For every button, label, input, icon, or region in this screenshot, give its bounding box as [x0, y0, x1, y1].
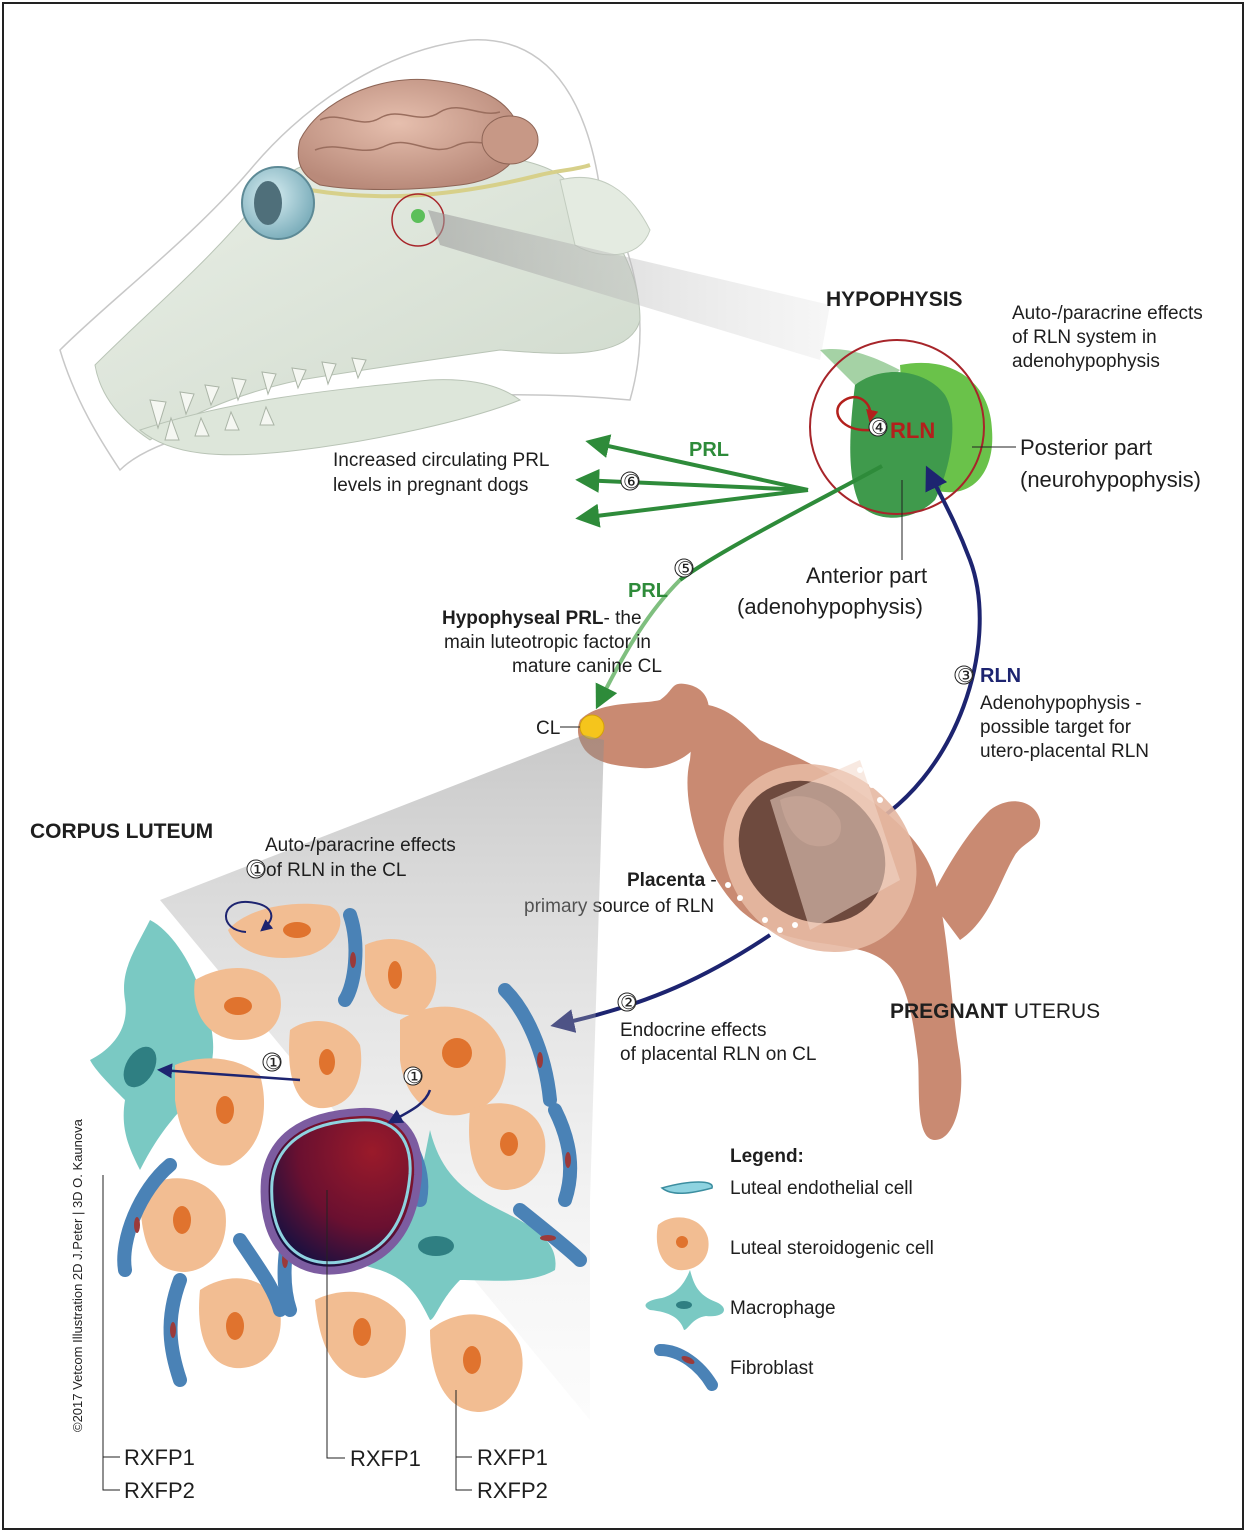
- endocrine-line1: Endocrine effects: [620, 1020, 766, 1041]
- cl-label: CL: [536, 718, 560, 739]
- prl-label-cl: PRL: [628, 580, 668, 602]
- legend-endothelial-icon: [662, 1182, 712, 1193]
- posterior-line2: (neurohypophysis): [1020, 467, 1201, 492]
- marker-6: ⑥: [623, 472, 640, 493]
- marker-5: ⑤: [677, 559, 694, 580]
- uterus-title: PREGNANT UTERUS: [890, 1000, 1100, 1023]
- rxfp1-right: RXFP1: [477, 1445, 548, 1470]
- adeno-target-line3: utero-placental RLN: [980, 741, 1149, 762]
- corpus-luteum-title: CORPUS LUTEUM: [30, 820, 213, 843]
- marker-2: ②: [620, 993, 637, 1014]
- anterior-line1: Anterior part: [806, 563, 927, 588]
- marker-3: ③: [957, 666, 974, 687]
- copyright-credit: ©2017 Vetcom Illustration 2D J.Peter | 3…: [70, 1118, 85, 1432]
- marker-1a: ①: [249, 860, 266, 881]
- hypo-prl-line2: main luteotropic factor in: [444, 632, 651, 653]
- rxfp2-left: RXFP2: [124, 1478, 195, 1503]
- hypo-prl-rest: - the: [604, 608, 642, 629]
- auto-adeno-line2: of RLN system in: [1012, 327, 1157, 348]
- legend-macrophage-nucleus: [676, 1301, 692, 1309]
- prl-label-top: PRL: [689, 439, 729, 461]
- rln-hypophysis-label: RLN: [890, 418, 935, 443]
- adeno-target-line2: possible target for: [980, 717, 1132, 738]
- auto-adeno-line1: Auto-/paracrine effects: [1012, 303, 1203, 324]
- legend-item-endothelial: Luteal endothelial cell: [730, 1178, 913, 1199]
- placenta-line1: Placenta -: [627, 870, 717, 891]
- hypo-prl-line1: Hypophyseal PRL- the: [442, 608, 642, 629]
- rln-to-hypophysis-arrow: [858, 470, 980, 832]
- legend-item-macrophage: Macrophage: [730, 1298, 836, 1319]
- rxfp1-left: RXFP1: [124, 1445, 195, 1470]
- hypophysis-title: HYPOPHYSIS: [826, 288, 963, 311]
- uterus-word: UTERUS: [1014, 1000, 1100, 1023]
- posterior-line1: Posterior part: [1020, 435, 1152, 460]
- marker-4: ④: [871, 418, 888, 439]
- endocrine-line2: of placental RLN on CL: [620, 1044, 816, 1065]
- legend-steroidogenic-nucleus: [676, 1236, 688, 1248]
- legend-macrophage-icon: [646, 1270, 724, 1330]
- prl-arrows: [580, 442, 882, 580]
- hypo-prl-line3: mature canine CL: [512, 656, 662, 677]
- auto-adeno-line3: adenohypophysis: [1012, 351, 1160, 372]
- auto-cl-line2: of RLN in the CL: [266, 860, 406, 881]
- placenta-bold: Placenta: [627, 870, 706, 891]
- rln-label-3: RLN: [980, 665, 1021, 687]
- rxfp1-middle: RXFP1: [350, 1446, 421, 1471]
- marker-1c: ①: [406, 1067, 423, 1088]
- legend-title: Legend:: [730, 1146, 804, 1167]
- prl-levels-line2: levels in pregnant dogs: [333, 475, 528, 496]
- pregnant-bold: PREGNANT: [890, 1000, 1008, 1023]
- marker-1b: ①: [265, 1053, 282, 1074]
- legend: Legend: Luteal endothelial cell Luteal s…: [646, 1146, 934, 1385]
- auto-cl-line1: Auto-/paracrine effects: [265, 835, 456, 856]
- hypo-prl-bold: Hypophyseal PRL: [442, 608, 604, 629]
- legend-item-fibroblast: Fibroblast: [730, 1358, 814, 1379]
- placenta-dash: -: [705, 870, 717, 891]
- legend-item-steroidogenic: Luteal steroidogenic cell: [730, 1238, 934, 1259]
- rxfp2-right: RXFP2: [477, 1478, 548, 1503]
- prl-levels-line1: Increased circulating PRL: [333, 450, 550, 471]
- adeno-target-line1: Adenohypophysis -: [980, 693, 1142, 714]
- anterior-line2: (adenohypophysis): [737, 594, 923, 619]
- legend-fibroblast-icon: [660, 1350, 712, 1385]
